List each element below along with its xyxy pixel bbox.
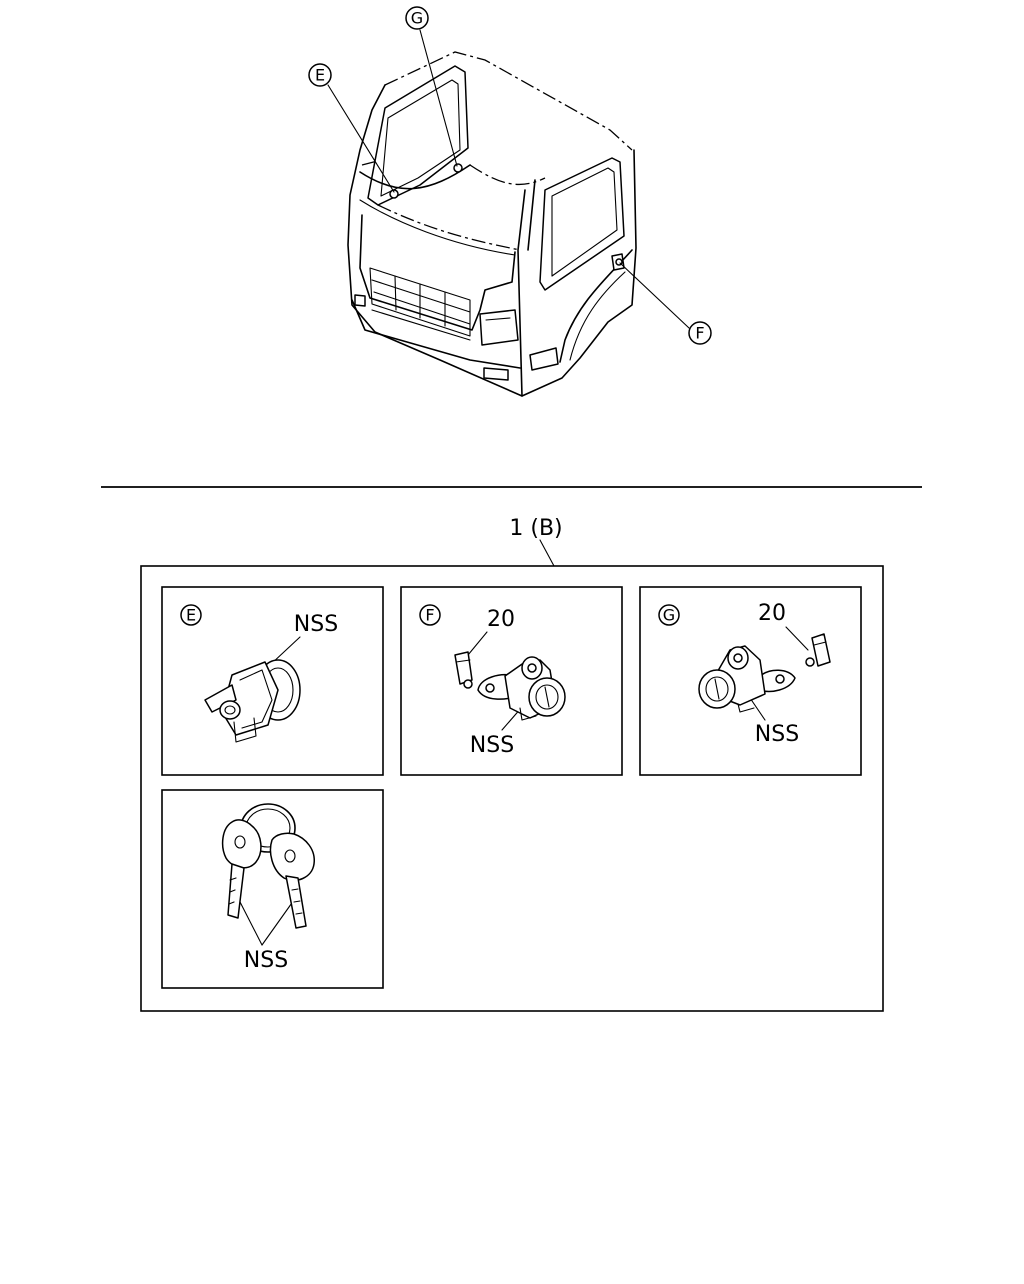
- panel-f: F 20 NSS: [400, 586, 623, 776]
- panel-g: G 20 NSS: [639, 586, 862, 776]
- callout-e-label: E: [315, 66, 325, 85]
- panel-g-badge: [658, 604, 680, 626]
- key-set-drawing: [221, 803, 315, 929]
- panel-f-badge: [419, 604, 441, 626]
- lock-point-g: [453, 163, 463, 173]
- door-lock-cylinder-left-drawing: [454, 651, 566, 721]
- panel-g-screw-label: 20: [758, 601, 786, 626]
- panel-f-letter: F: [425, 606, 434, 625]
- panel-e: E NSS: [161, 586, 384, 776]
- panel-g-letter: G: [663, 606, 675, 625]
- ignition-cylinder-drawing: [204, 659, 301, 743]
- panel-g-part-label: NSS: [755, 722, 799, 747]
- callout-f-label: F: [695, 324, 704, 343]
- callout-e: E: [308, 63, 332, 87]
- truck-cab-illustration: E G F: [308, 6, 712, 397]
- lock-point-e: [389, 189, 399, 199]
- assembly-label: 1 (B): [509, 516, 562, 541]
- callout-g-label: G: [411, 9, 423, 28]
- panel-e-badge: [180, 604, 202, 626]
- assembly-leader: [539, 539, 555, 567]
- panel-e-part-label: NSS: [294, 612, 338, 637]
- callout-f: F: [688, 321, 712, 345]
- callout-g: G: [405, 6, 429, 30]
- panel-e-letter: E: [186, 606, 196, 625]
- door-lock-cylinder-right-drawing: [698, 633, 831, 713]
- panel-keys-part-label: NSS: [244, 948, 288, 973]
- panel-f-screw-label: 20: [487, 607, 515, 632]
- panel-f-part-label: NSS: [470, 733, 514, 758]
- panel-keys: NSS: [161, 789, 384, 989]
